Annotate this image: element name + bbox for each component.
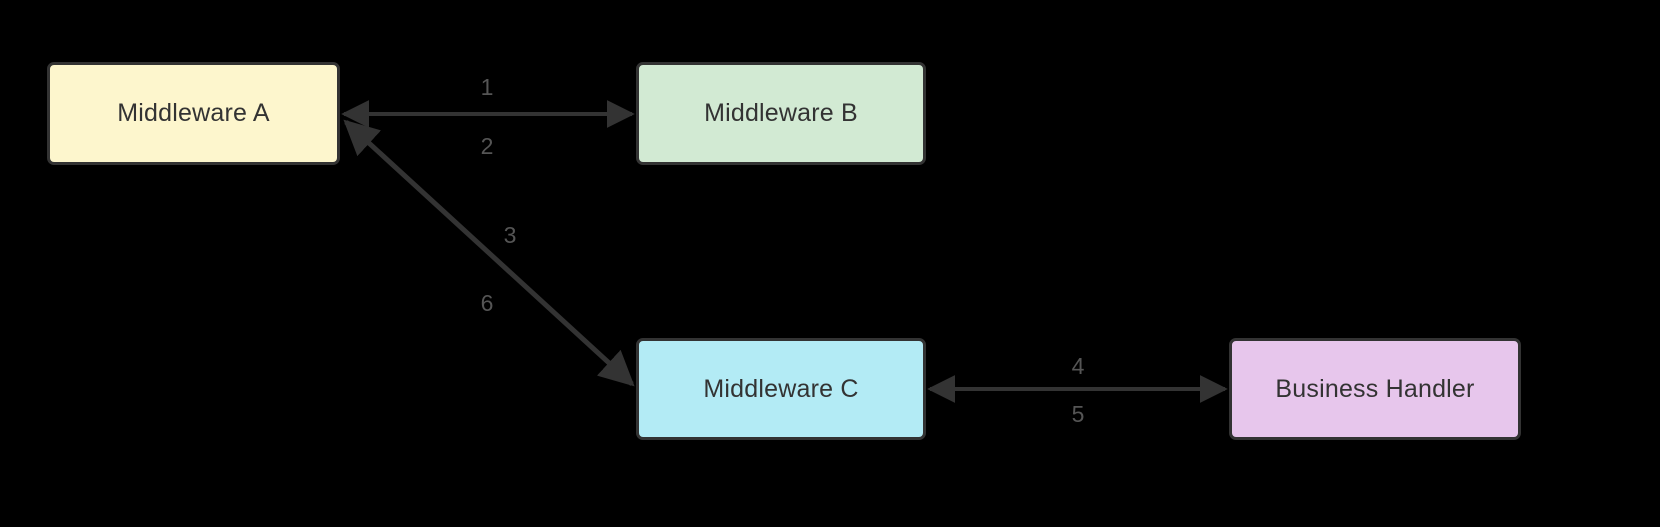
edge-label-a-c-right: 3 xyxy=(503,222,517,248)
node-label-middleware-c: Middleware C xyxy=(703,374,859,403)
node-label-business-handler: Business Handler xyxy=(1275,374,1475,403)
node-middleware-c[interactable]: Middleware C xyxy=(636,338,926,440)
edge-label-a-b-top: 1 xyxy=(480,74,494,100)
edge-label-a-c-left: 6 xyxy=(480,290,494,316)
edge-label-a-b-bottom: 2 xyxy=(480,133,494,159)
node-middleware-a[interactable]: Middleware A xyxy=(47,62,340,165)
edge-label-c-handler-bottom: 5 xyxy=(1071,401,1085,427)
edge-line-a-c[interactable] xyxy=(343,119,635,387)
node-middleware-b[interactable]: Middleware B xyxy=(636,62,926,165)
node-business-handler[interactable]: Business Handler xyxy=(1229,338,1521,440)
node-label-middleware-b: Middleware B xyxy=(704,99,858,127)
edge-label-c-handler-top: 4 xyxy=(1071,353,1085,379)
node-label-middleware-a: Middleware A xyxy=(117,99,270,127)
